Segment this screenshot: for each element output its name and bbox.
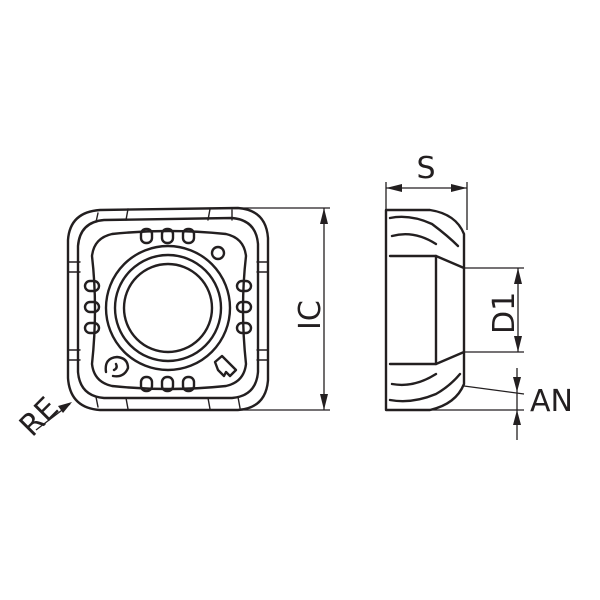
an-angle-line (463, 385, 525, 395)
dimple (83, 300, 101, 314)
dimple (139, 375, 154, 393)
side-edge-detail (256, 261, 268, 361)
an-dimension: AN (430, 368, 573, 440)
dimple (235, 300, 253, 314)
dimple (83, 279, 101, 293)
center-hole-inner (122, 262, 214, 354)
logo-mark-left (104, 355, 130, 378)
s-dimension: S (385, 151, 468, 230)
dimple (235, 321, 253, 335)
side-view-outline (384, 208, 466, 412)
insert-second-contour (76, 216, 260, 400)
s-arrow-left (386, 184, 402, 192)
corner-edge-detail (95, 208, 233, 223)
d1-arrow-bottom (514, 336, 522, 352)
insert-top-view (66, 206, 270, 412)
dimple (181, 227, 196, 245)
dimple (139, 227, 154, 245)
center-hole-middle (113, 253, 223, 363)
an-label: AN (530, 384, 573, 419)
side-edge-detail (68, 261, 81, 361)
re-arrow (58, 402, 72, 413)
logo-mark-right (213, 354, 238, 378)
dimple (160, 227, 175, 245)
side-view-upper-facet (388, 215, 460, 248)
re-label: RE (13, 391, 66, 444)
s-label: S (416, 151, 435, 186)
ic-arrow-top (320, 208, 328, 224)
dimple (160, 375, 175, 393)
an-arrow-top (513, 377, 521, 392)
marker-circle (210, 245, 226, 261)
d1-label: D1 (487, 292, 522, 334)
dimple (235, 279, 253, 293)
dimple (181, 375, 196, 393)
side-view-bore-upper (388, 254, 466, 270)
side-view-bore-lower (388, 350, 466, 366)
chip-breaker-contour (90, 229, 248, 391)
ic-label: IC (293, 300, 328, 330)
center-hole-outer (104, 244, 232, 372)
corner-edge-detail (95, 396, 241, 410)
dimple (83, 321, 101, 335)
re-dimension: RE (13, 391, 72, 444)
d1-dimension: D1 (464, 267, 524, 353)
d1-arrow-top (514, 268, 522, 284)
ic-dimension: IC (238, 207, 330, 411)
ic-arrow-bottom (320, 394, 328, 410)
side-view-lower-facet (388, 372, 462, 403)
s-arrow-right (451, 184, 467, 192)
an-arrow-bottom (513, 410, 521, 425)
insert-side-view (384, 208, 466, 412)
